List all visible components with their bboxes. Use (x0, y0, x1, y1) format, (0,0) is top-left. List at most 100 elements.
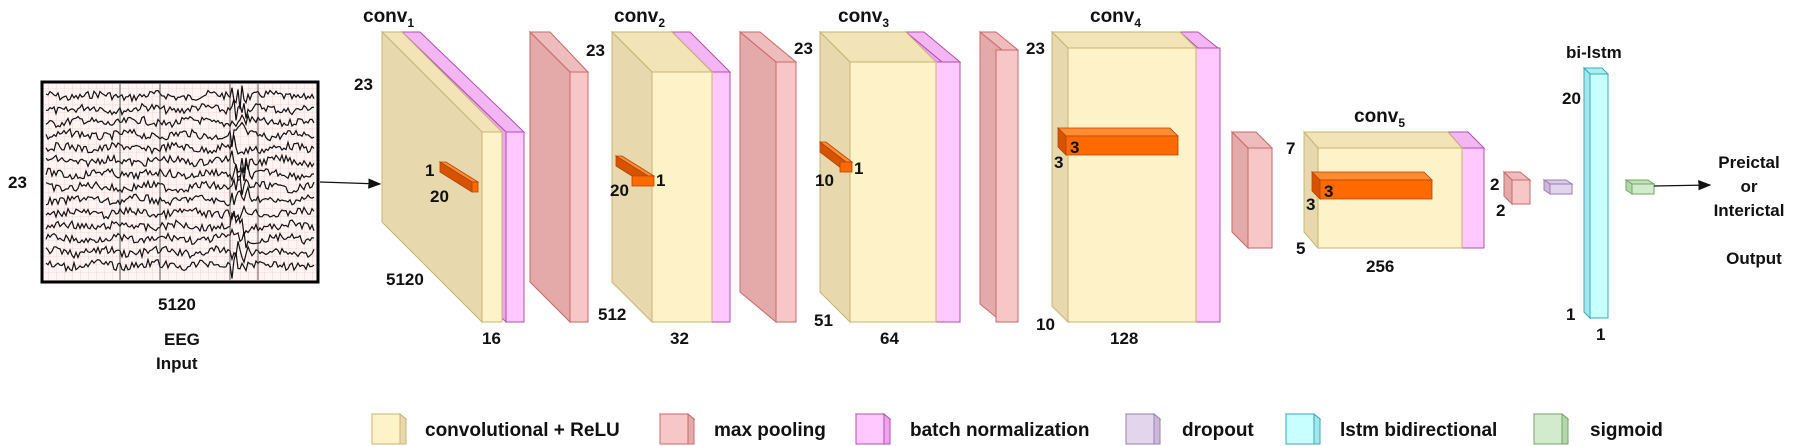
bilstm-group: bi-lstm 20 1 1 (1562, 43, 1622, 344)
conv1-title: conv1 (363, 6, 414, 30)
legend-label-conv: convolutional + ReLU (425, 420, 620, 441)
conv1-kernel-front (471, 181, 479, 193)
maxpool4 (1230, 130, 1274, 250)
input-caption-line1: EEG (164, 330, 200, 349)
conv5-height-label: 7 (1286, 139, 1295, 158)
conv2-group: conv2 23 512 32 20 1 (586, 6, 732, 348)
legend-label-batchnorm: batch normalization (910, 420, 1089, 441)
output-line2: or (1741, 177, 1758, 196)
conv5-kernel-a: 3 (1324, 182, 1333, 201)
input-height-label: 23 (8, 173, 27, 192)
conv3-title: conv3 (838, 6, 889, 30)
maxpool2-side (739, 30, 777, 324)
conv2-kernel-b: 1 (656, 171, 665, 190)
conv3-kernel-a: 10 (815, 171, 834, 190)
eeg-trace-line (45, 174, 315, 196)
legend-swatch-dropout (1125, 413, 1155, 445)
conv1-width-label: 16 (482, 329, 501, 348)
input-width-label: 5120 (158, 295, 196, 314)
conv1-group: conv1 23 5120 16 1 20 (354, 6, 526, 348)
eeg-trace-line (45, 252, 315, 279)
maxpool5-front (1511, 179, 1531, 205)
bilstm-side (1583, 66, 1591, 320)
conv3-depth-label: 51 (814, 311, 833, 330)
conv5-kernel-top (1311, 171, 1433, 181)
eeg-trace-line (45, 241, 315, 265)
bilstm-label-a: 1 (1566, 305, 1575, 324)
conv1-bn-front (505, 131, 525, 323)
conv5-top (1302, 131, 1464, 149)
maxpool3-front (995, 49, 1019, 323)
conv5-group: conv5 7 5 256 3 3 (1286, 106, 1486, 276)
legend-item-lstm: lstm bidirectional (1284, 412, 1497, 445)
bilstm-front (1589, 73, 1609, 319)
output-line1: Preictal (1718, 153, 1779, 172)
conv3-height-label: 23 (794, 39, 813, 58)
maxpool5-label-a: 2 (1490, 175, 1499, 194)
legend-item-dropout: dropout (1124, 412, 1254, 445)
dropout-side (1543, 179, 1551, 195)
dropout-front (1549, 183, 1573, 195)
conv4-kernel-a: 3 (1070, 138, 1079, 157)
conv4-front (1067, 47, 1197, 323)
legend-item-batchnorm: batch normalization (854, 412, 1089, 445)
eeg-trace-line (45, 204, 315, 225)
legend: convolutional + ReLU max pooling batch n… (370, 412, 1663, 445)
legend-label-maxpool: max pooling (714, 420, 826, 441)
conv5-width-label: 256 (1366, 257, 1394, 276)
eeg-input-block: 23 5120 EEG Input (8, 80, 320, 373)
dropout-block (1542, 179, 1574, 195)
legend-item-sigmoid: sigmoid (1532, 412, 1663, 445)
bilstm-height-label: 20 (1562, 89, 1581, 108)
bilstm-title: bi-lstm (1566, 43, 1622, 62)
conv4-group: conv4 23 10 128 3 3 (1026, 6, 1221, 348)
conv5-kernel-b: 3 (1306, 195, 1315, 214)
conv3-group: conv3 23 51 64 10 1 (794, 6, 962, 348)
legend-swatch-conv (371, 413, 401, 445)
conv3-width-label: 64 (880, 329, 899, 348)
conv3-kernel-b: 1 (854, 159, 863, 178)
conv4-height-label: 23 (1026, 39, 1045, 58)
maxpool1-side (529, 30, 571, 324)
maxpool4-side (1231, 130, 1249, 250)
conv2-title: conv2 (614, 6, 665, 30)
legend-item-maxpool: max pooling (658, 412, 826, 445)
conv4-side (1051, 30, 1069, 324)
eeg-trace-line (45, 121, 315, 148)
conv2-depth-label: 512 (598, 305, 626, 324)
legend-swatch-sigmoid (1533, 413, 1563, 445)
conv4-top (1050, 31, 1198, 49)
maxpool3 (978, 30, 1020, 324)
input-arrow (319, 178, 382, 189)
legend-swatch-maxpool (659, 413, 689, 445)
eeg-trace-line (45, 85, 315, 110)
output-line3: Interictal (1714, 201, 1785, 220)
legend-label-sigmoid: sigmoid (1590, 420, 1663, 441)
conv1-depth-label: 5120 (386, 270, 424, 289)
maxpool4-front (1247, 147, 1273, 249)
conv1-front (481, 131, 503, 323)
conv5-kernel-front (1319, 179, 1433, 200)
maxpool2-front (775, 61, 797, 323)
legend-swatch-lstm (1285, 413, 1315, 445)
sigmoid-front (1631, 183, 1655, 195)
conv4-depth-label: 10 (1036, 315, 1055, 334)
conv4-title: conv4 (1090, 6, 1141, 30)
legend-label-dropout: dropout (1182, 420, 1254, 441)
eeg-trace-line (45, 184, 315, 207)
conv4-kernel-front (1065, 135, 1179, 156)
conv2-height-label: 23 (586, 41, 605, 60)
conv4-width-label: 128 (1110, 329, 1138, 348)
legend-item-conv: convolutional + ReLU (370, 412, 620, 445)
conv4-kernel-b: 3 (1054, 153, 1063, 172)
conv1-kernel-a: 1 (425, 161, 434, 180)
sigmoid-block (1624, 179, 1656, 195)
conv3-front (849, 61, 937, 323)
eeg-traces (45, 84, 315, 280)
maxpool5-label-b: 2 (1496, 201, 1505, 220)
conv3-bn-front (935, 61, 961, 323)
legend-label-lstm: lstm bidirectional (1340, 420, 1497, 441)
eeg-trace-line (45, 112, 315, 129)
conv2-kernel-a: 20 (610, 181, 629, 200)
